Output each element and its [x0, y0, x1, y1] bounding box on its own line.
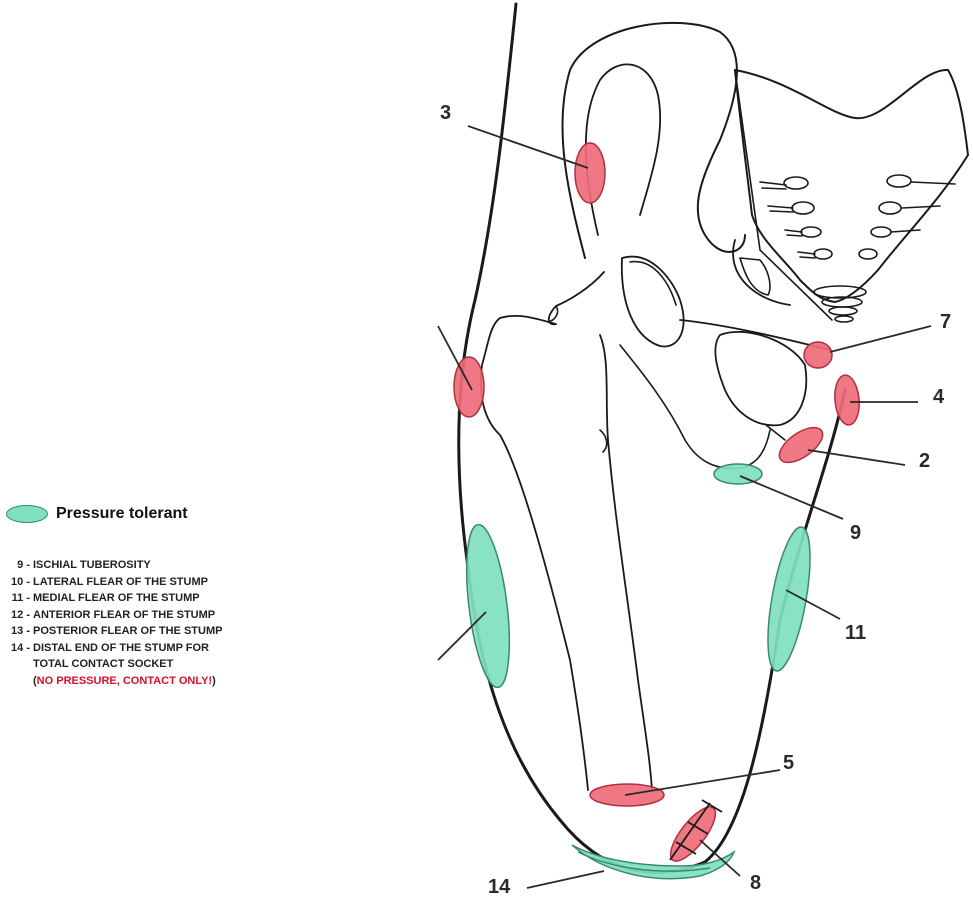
leader-lines — [438, 126, 931, 888]
label-9: 9 — [850, 522, 861, 545]
legend-item: 10 - LATERAL FLEAR OF THE STUMP — [6, 574, 296, 591]
legend-item: 12 - ANTERIOR FLEAR OF THE STUMP — [6, 607, 296, 624]
zone-9-ischial-tuberosity — [714, 464, 762, 484]
zone-10-lateral-flare — [459, 522, 517, 689]
legend-item: 11 - MEDIAL FLEAR OF THE STUMP — [6, 590, 296, 607]
ilium-outline — [562, 23, 745, 258]
obturator-foramen — [715, 332, 806, 425]
zone-2 — [774, 421, 829, 469]
sacral-foramina — [760, 175, 955, 259]
label-11: 11 — [845, 622, 866, 645]
acetabulum-rim — [630, 262, 676, 305]
femur-trochanter — [548, 306, 607, 452]
label-8: 8 — [750, 872, 761, 895]
sacroiliac-detail — [740, 258, 770, 295]
zone-7-pubis — [804, 342, 832, 368]
legend-item-text: ISCHIAL TUBEROSITY — [33, 557, 151, 574]
legend-item-continuation: TOTAL CONTACT SOCKET — [6, 656, 296, 673]
legend-note-text: NO PRESSURE, CONTACT ONLY! — [37, 675, 212, 687]
zone-11-medial-flare — [760, 524, 819, 674]
legend-item-number: 9 - — [6, 557, 30, 574]
legend-item-number: 12 - — [6, 607, 30, 624]
label-7: 7 — [940, 311, 951, 334]
label-14: 14 — [488, 876, 510, 899]
legend-note: (NO PRESSURE, CONTACT ONLY!) — [6, 673, 296, 690]
legend-item-number: 13 - — [6, 623, 30, 640]
legend-item-text: POSTERIOR FLEAR OF THE STUMP — [33, 623, 222, 640]
legend-item-text: ANTERIOR FLEAR OF THE STUMP — [33, 607, 215, 624]
legend-item-text: LATERAL FLEAR OF THE STUMP — [33, 574, 208, 591]
legend-item: 9 - ISCHIAL TUBEROSITY — [6, 557, 296, 574]
stump-outline — [459, 4, 845, 873]
legend-title: Pressure tolerant — [56, 505, 188, 523]
pressure-tolerant-zones — [459, 464, 818, 879]
legend-item: 14 - DISTAL END OF THE STUMP FOR — [6, 640, 296, 657]
legend-item-number: 11 - — [6, 590, 30, 607]
legend-note-close: ) — [212, 675, 216, 687]
sacrum-outline — [735, 70, 968, 302]
legend-item-number: 10 - — [6, 574, 30, 591]
legend-item-text: MEDIAL FLEAR OF THE STUMP — [33, 590, 200, 607]
zone-3-iliac-crest — [575, 143, 605, 203]
femur-shaft-medial — [600, 335, 652, 790]
legend-item-text: DISTAL END OF THE STUMP FOR — [33, 640, 209, 657]
label-5: 5 — [783, 752, 794, 775]
ischium-line — [620, 345, 785, 468]
label-3: 3 — [440, 102, 451, 125]
label-4: 4 — [933, 386, 944, 409]
coccyx — [814, 286, 866, 322]
legend-item: 13 - POSTERIOR FLEAR OF THE STUMP — [6, 623, 296, 640]
legend-key: Pressure tolerant — [6, 505, 188, 523]
pressure-tolerant-swatch — [6, 505, 48, 523]
label-2: 2 — [919, 450, 930, 473]
legend-item-number: 14 - — [6, 640, 30, 657]
legend-list: 9 - ISCHIAL TUBEROSITY 10 - LATERAL FLEA… — [6, 557, 296, 689]
